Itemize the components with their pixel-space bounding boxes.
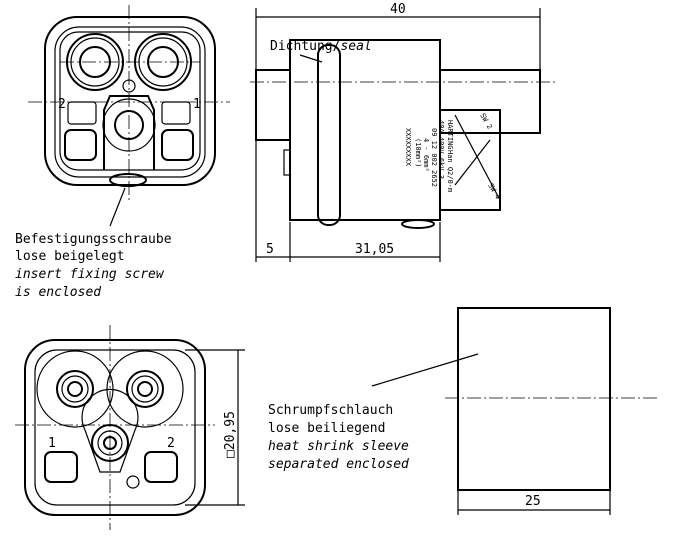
pin-label-2: 2 (167, 436, 175, 451)
svg-text:SW 2: SW 2 (478, 112, 493, 131)
dim-length: 25 (525, 494, 541, 509)
side-view: 40 HARTING Han Q2/0-m 40A 400V 6kV 3 09 … (250, 2, 555, 262)
sleeve-note-de-2: lose beiliegend (268, 421, 385, 436)
svg-text:40A 400V 6kV 3: 40A 400V 6kV 3 (437, 120, 445, 179)
dim-total: 40 (390, 2, 406, 17)
dim-square: □20,95 (223, 411, 238, 458)
svg-text:XXXXXXXXX: XXXXXXXXX (404, 128, 412, 167)
svg-text:4 - 6mm²: 4 - 6mm² (422, 138, 430, 172)
pin-label-1: 1 (48, 436, 56, 451)
sleeve-note-en-1: heat shrink sleeve (268, 439, 409, 454)
brand-logo: HARTING (446, 120, 454, 150)
sleeve-note-de-1: Schrumpfschlauch (268, 403, 393, 418)
seal-label: Dichtung/seal (270, 39, 372, 54)
ground-icon (126, 475, 140, 489)
svg-text:09 12 002 2652: 09 12 002 2652 (430, 128, 438, 187)
pin-label-1: 1 (193, 97, 201, 112)
screw-note-en-1: insert fixing screw (15, 267, 165, 282)
svg-text:Han Q2/0-m: Han Q2/0-m (446, 150, 454, 192)
dim-body: 31,05 (355, 242, 394, 257)
screw-note-de-1: Befestigungsschraube (15, 232, 172, 247)
fixing-screw (109, 173, 147, 187)
svg-text:(10mm²): (10mm²) (414, 138, 422, 168)
screw-note-de-2: lose beigelegt (15, 249, 125, 264)
heat-shrink-sleeve: 25 (371, 307, 660, 515)
front-view-top: 2 1 (28, 5, 230, 227)
dim-left: 5 (266, 242, 274, 257)
seal (317, 44, 341, 226)
front-view-bottom: 1 2 □20,95 (15, 325, 245, 530)
sleeve-note-en-2: separated enclosed (268, 457, 409, 472)
screw-note-en-2: is enclosed (15, 285, 101, 300)
pin-label-2: 2 (58, 97, 66, 112)
